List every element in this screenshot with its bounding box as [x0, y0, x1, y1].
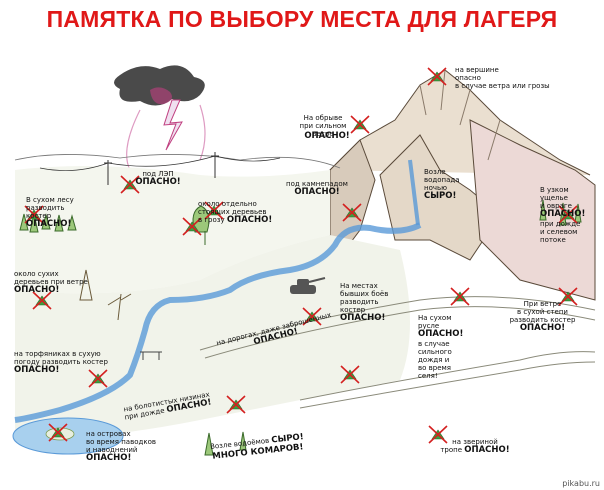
tent-cross-icon [204, 201, 224, 220]
tent-cross-icon [340, 365, 360, 384]
tent-cross-icon [302, 307, 322, 326]
tent-cross-icon [558, 287, 578, 306]
tent-cross-icon [226, 395, 246, 414]
warning-islands: на островах во время паводков и наводнен… [86, 430, 156, 464]
warning-lone-trees: около отдельно стоящих деревьев в грозу … [198, 200, 273, 226]
warning-cliff: На обрыве при сильном ветре [299, 114, 347, 139]
tent-cross-icon [558, 205, 578, 224]
bridge-icon [140, 351, 162, 360]
warning-peat: на торфяниках в сухую погоду разводить к… [14, 350, 108, 376]
power-line [39, 152, 281, 185]
tent-cross-icon [88, 369, 108, 388]
watermark: pikabu.ru [562, 479, 600, 488]
river [14, 222, 422, 423]
tank-icon [290, 277, 326, 294]
tent-cross-icon [120, 175, 140, 194]
tent-cross-icon [32, 291, 52, 310]
tent-cross-icon [427, 67, 447, 86]
warning-animal-trail: на звериной тропе ОПАСНО! [440, 438, 510, 456]
tent-cross-icon [342, 203, 362, 222]
tent-cross-icon [48, 423, 68, 442]
warning-summit: на вершине опасно в случае ветра или гро… [455, 66, 550, 91]
tent-cross-icon [350, 115, 370, 134]
storm-cloud [114, 65, 205, 106]
tent-cross-icon [182, 217, 202, 236]
tent-cross-icon [24, 205, 44, 224]
warning-steppe: При ветре в сухой степи разводить костер… [509, 300, 576, 334]
tent-cross-icon [450, 287, 470, 306]
danger-markers [24, 67, 578, 444]
road [199, 296, 596, 351]
lightning-bolt [163, 99, 183, 151]
warning-cliff-danger: ОПАСНО! [304, 131, 350, 141]
tent-cross-icon [428, 425, 448, 444]
trees [19, 199, 582, 456]
poster-title: ПАМЯТКА ПО ВЫБОРУ МЕСТА ДЛЯ ЛАГЕРЯ [46, 6, 558, 32]
